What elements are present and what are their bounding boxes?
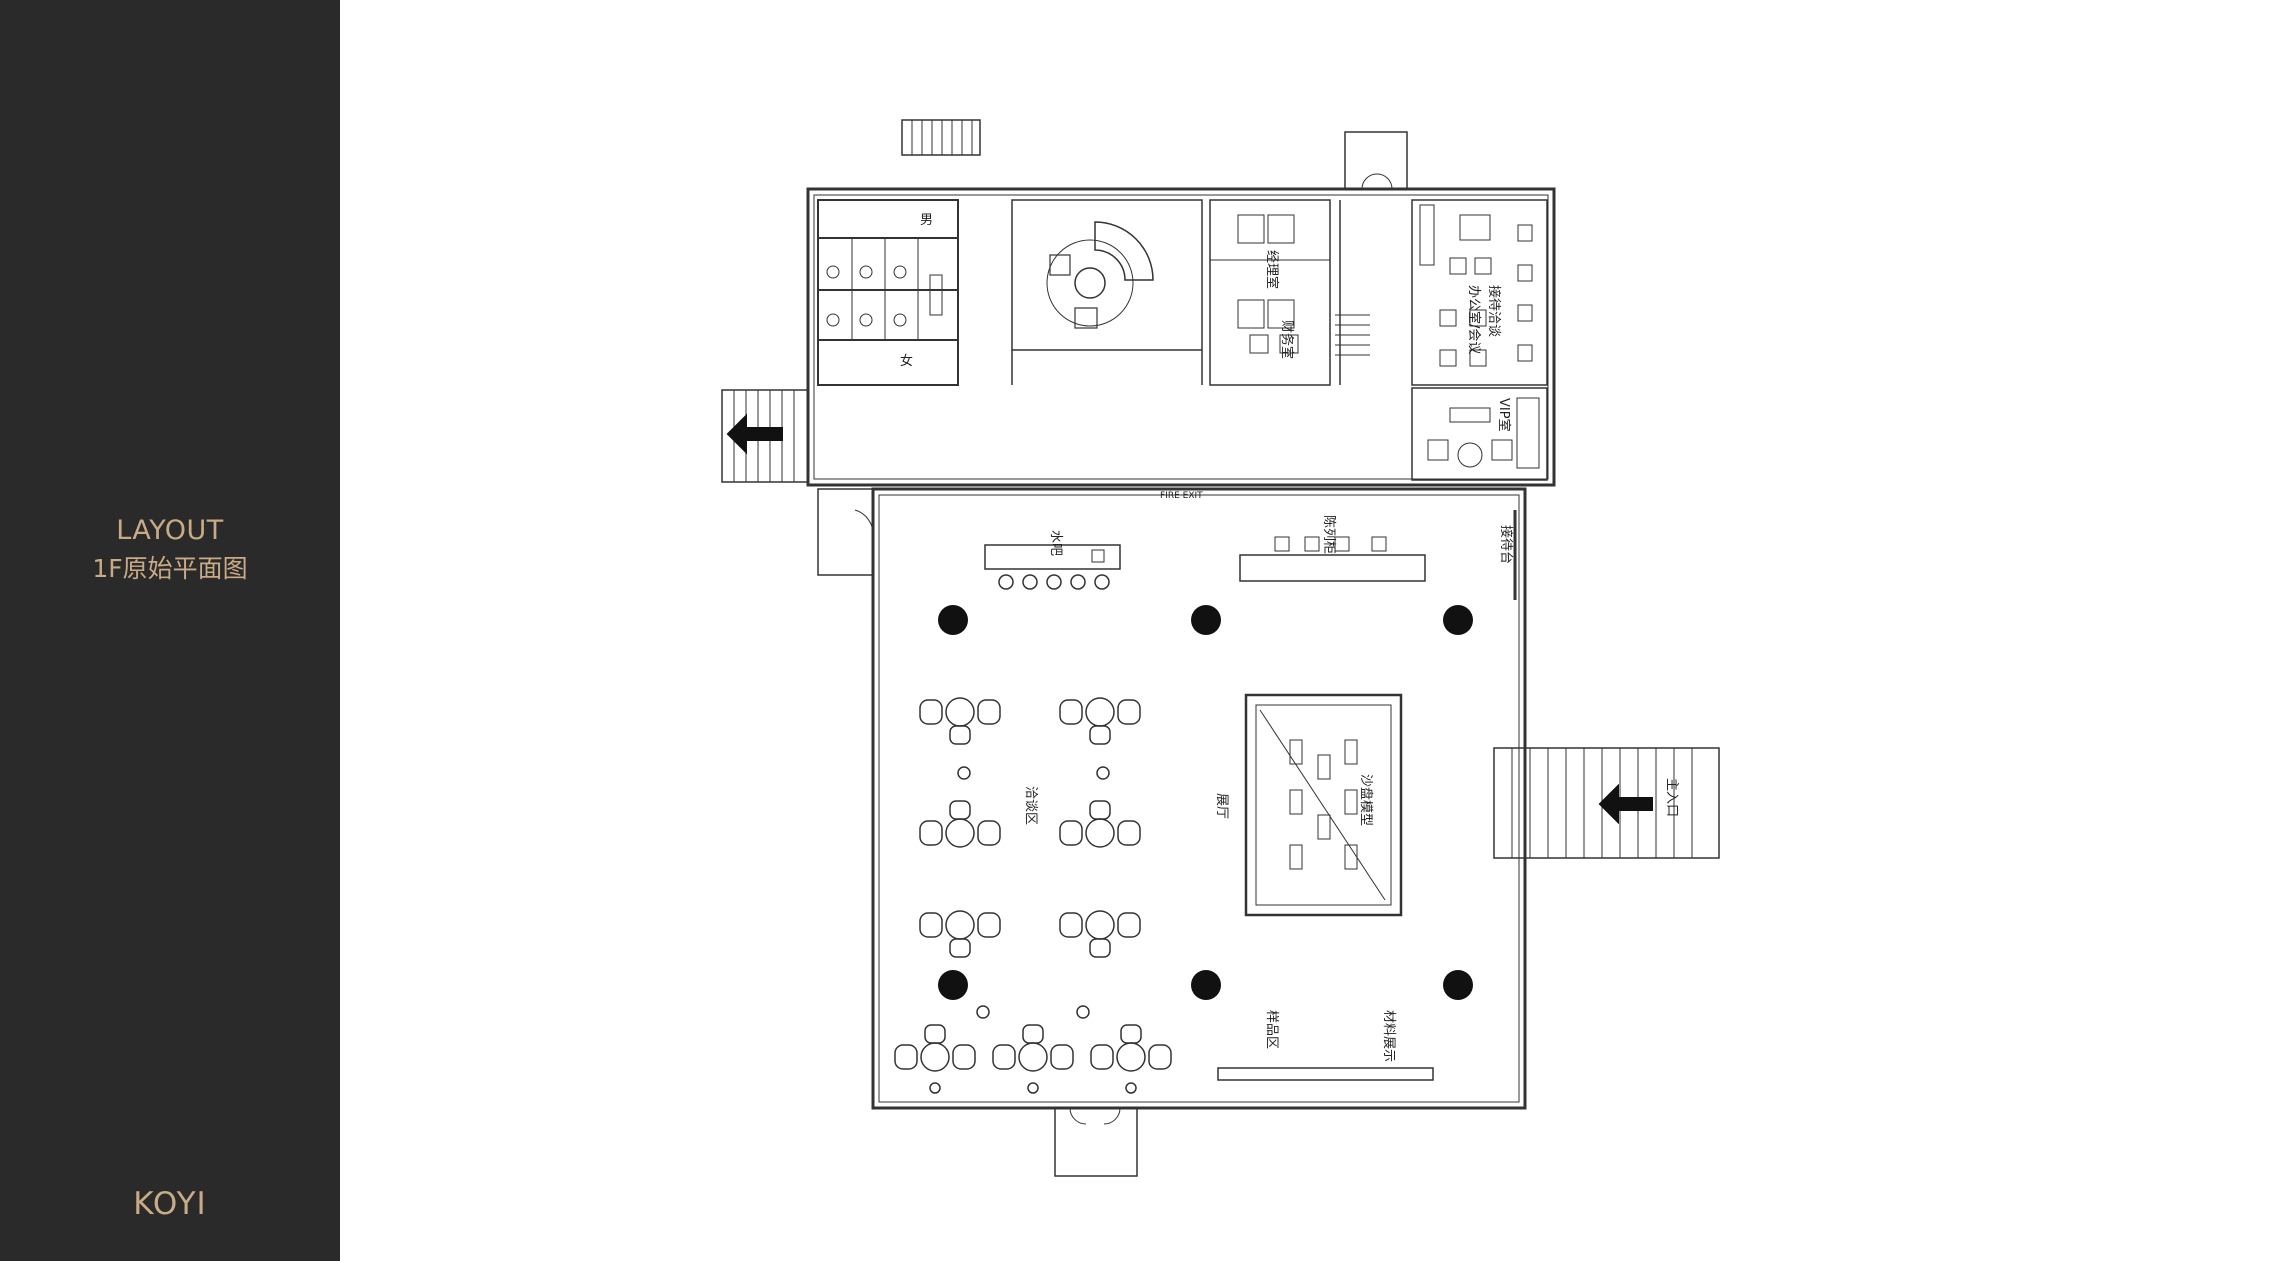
label-side-counter: 接待台 xyxy=(1498,525,1514,564)
display-cabinet xyxy=(1239,554,1426,582)
label-prod1: 样品区 xyxy=(1264,1010,1279,1049)
entrance-arrow-icon xyxy=(1598,783,1653,825)
bottom-vestibule xyxy=(1054,1107,1138,1177)
label-reception-area: 接待洽谈 xyxy=(1486,285,1502,337)
label-prod2: 材料展示 xyxy=(1381,1010,1396,1062)
layout-subtitle: 1F原始平面图 xyxy=(92,554,248,583)
label-vip: VIP室 xyxy=(1496,398,1512,432)
top-vestibule xyxy=(1344,131,1408,190)
left-exit-stair xyxy=(721,389,809,483)
label-dining: 洽谈区 xyxy=(1023,786,1038,825)
label-display-cabinet: 陈列柜 xyxy=(1321,515,1337,554)
bar-counter xyxy=(984,544,1121,570)
label-bar: 水吧 xyxy=(1048,530,1063,556)
upper-building-outline xyxy=(806,187,1556,487)
label-restroom-male: 男 xyxy=(920,213,933,228)
right-offices xyxy=(1411,199,1548,481)
restroom-block xyxy=(817,199,959,386)
label-restroom-female: 女 xyxy=(900,353,913,369)
stair-top-left xyxy=(901,119,981,156)
label-office3: 办公室/会议 xyxy=(1466,285,1482,354)
brand-logo-text: KOYI xyxy=(133,1186,207,1222)
main-hall-outline xyxy=(871,487,1527,1110)
label-model: 沙盘模型 xyxy=(1358,774,1374,826)
sidebar: LAYOUT 1F原始平面图 KOYI xyxy=(0,0,340,1261)
label-exit-side: FIRE EXIT xyxy=(1160,491,1203,501)
main-entrance-stair xyxy=(1493,747,1720,859)
label-showroom: 展厅 xyxy=(1214,793,1229,819)
meeting-room xyxy=(1011,199,1203,385)
label-office1: 经理室 xyxy=(1264,250,1280,289)
office-rooms xyxy=(1209,199,1370,386)
bottom-counter xyxy=(1217,1067,1434,1081)
dining-tables xyxy=(894,697,1172,1094)
sand-table xyxy=(1244,693,1403,917)
label-main-entrance: 主入口 xyxy=(1664,778,1679,817)
structural-columns xyxy=(938,605,1473,1000)
label-office2: 财务室 xyxy=(1279,320,1295,359)
layout-title: LAYOUT xyxy=(116,515,224,546)
exit-arrow-left-icon xyxy=(726,413,783,455)
